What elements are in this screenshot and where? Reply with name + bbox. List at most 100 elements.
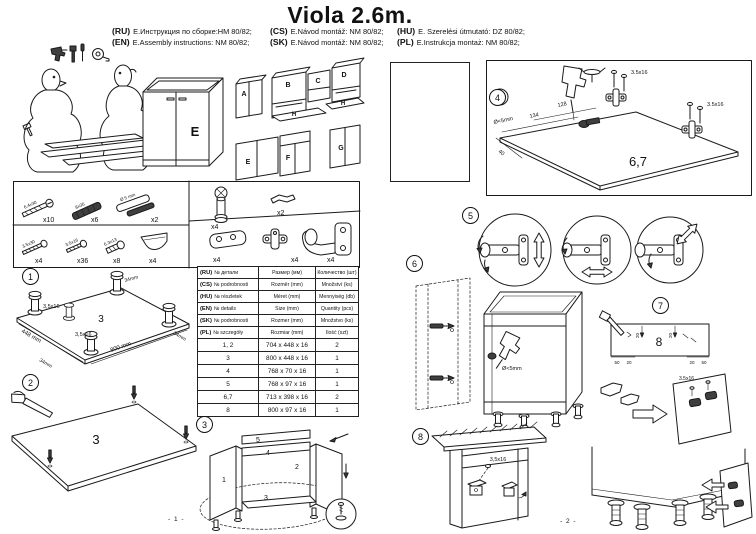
plinth-clip-assembly: 3.5x16 [600,373,732,445]
page-number-2: - 2 - [560,518,577,525]
leg-corner-1 [27,290,43,316]
dowel-pin [47,449,53,468]
page-number-1: - 1 - [168,516,185,523]
lang-text-cs: E.Návod montáž: NM 80/82; [290,27,384,36]
bottom-panel-drawing [11,403,197,487]
dim-134: 134 [529,112,539,120]
page-title: Viola 2.6m. [287,2,413,28]
lang-code: (PL) [200,329,212,336]
col3-header: Mennyiség (db) [319,293,355,300]
lang-code-pl: (PL) [397,37,414,47]
qty-label: x8 [113,258,121,265]
plinth-board [672,373,732,445]
qty-label: x36 [77,258,88,265]
lang-text-ru: Е.Инструкция по сборке:HM 80/82; [133,27,252,36]
cabinet-carcass [483,291,583,415]
cabinet-e-drawing: E [142,77,224,167]
col3-header: Množstvo (ks) [320,317,354,324]
dimension-labels: Ø<5mm 134 128 40 [493,101,597,159]
small-leg [212,519,220,531]
screw-size-label: 6.4x30 [23,199,38,209]
screw-label: 3,5x16 [75,332,92,338]
lang-text-hu: E. Szerelési útmutató: DZ 80/82; [418,27,525,36]
front-rail-4 [241,441,311,457]
hammer-icon [69,45,77,63]
vertical-adjust-arrow [533,232,545,268]
part-qty: 2 [335,341,339,349]
lang-line-cs: (CS)E.Návod montáž: NM 80/82; [270,26,384,37]
step2-illustration: 3 [11,385,197,492]
drill-icon [495,330,521,369]
lang-column-2: (CS)E.Návod montáž: NM 80/82; (SK)E.Návo… [270,26,384,48]
col3-header: Quantity (pcs) [320,305,354,312]
adjustable-leg [214,186,228,223]
leg-corner-4 [83,330,99,356]
countertop-edge [431,421,547,452]
part-no: 4 [198,365,259,377]
dim-40: 40 [497,149,506,157]
mount-arrow [705,500,729,514]
hammer-icon [11,390,54,418]
adjustable-leg [671,499,689,526]
lang-column-1: (RU)Е.Инструкция по сборке:HM 80/82; (EN… [112,26,252,48]
lang-code-sk: (SK) [270,37,288,47]
offset-20-label: 20 [626,360,632,365]
clip-part [600,382,623,397]
bottom-panel-3 [241,495,317,509]
wall-cabinet-c: C [307,69,331,103]
step4-illustration: 4 6,7 3.5x16 3.5x16 [486,60,752,196]
hardware-box: 6.4x30 x10 8x35 x6 Ø 5 mm x2 3.5x30 x4 3… [12,180,361,269]
label-3: 3 [264,495,268,502]
step8-illustration: 3,5x16 [431,421,547,529]
drill-icon [50,46,68,62]
label-a: A [241,91,246,98]
blank-panel-outline [390,62,470,182]
dim-128: 128 [557,101,567,109]
horizontal-adjust-arrow [581,266,613,278]
step6-illustration: Ø<5mm [415,277,584,430]
lang-code: (RU) [200,269,213,276]
leg-loose [62,302,76,321]
label-e: E [246,159,251,166]
lang-code: (EN) [200,305,212,312]
screw-size-label: 3.5x16 [707,102,724,108]
corner-bracket [467,479,487,496]
qty-label: x4 [327,257,335,264]
small-leg [550,411,562,428]
base-cabinet-e: E [235,136,279,181]
part-size: 800 x 97 x 16 [259,404,316,416]
label-f: F [286,155,291,162]
qty-label: x4 [149,258,157,265]
offset-20-label: 20 [668,332,673,338]
part-qty: 2 [335,393,339,401]
people-illustration: E [22,43,224,173]
corner-wedge [140,232,168,250]
screw-size-label: 3.5x16 [631,70,648,76]
lang-code-en: (EN) [112,37,130,47]
back-rail-5 [241,429,311,445]
screw-label: 3.5x16 [679,376,694,382]
drill-dia-label: Ø<5mm [493,116,514,126]
screw-3-5x16: 3.5x16 [64,237,88,253]
col2-header: Размер (мм) [259,267,316,278]
hinge-screw-set-2: 3.5x16 [681,101,724,139]
step2-badge: 2 [22,374,39,391]
offset-50-label: 50 [701,360,707,365]
col2-header: Méret (mm) [259,291,316,302]
col3-header: Množství (ks) [321,281,353,288]
hinge-drawing [561,234,611,266]
plinth-board [719,462,753,528]
col1-header: № details [213,305,236,312]
leg-corner-2 [109,270,125,296]
col3-header: Количество (шт) [317,269,357,276]
label-h2: H [341,101,345,107]
lang-line-hu: (HU)E. Szerelési útmutató: DZ 80/82; [397,26,525,37]
lang-code-ru: (RU) [112,26,131,36]
screw-size-label: 3.5x16 [64,237,79,247]
step4-badge: 4 [489,89,506,106]
